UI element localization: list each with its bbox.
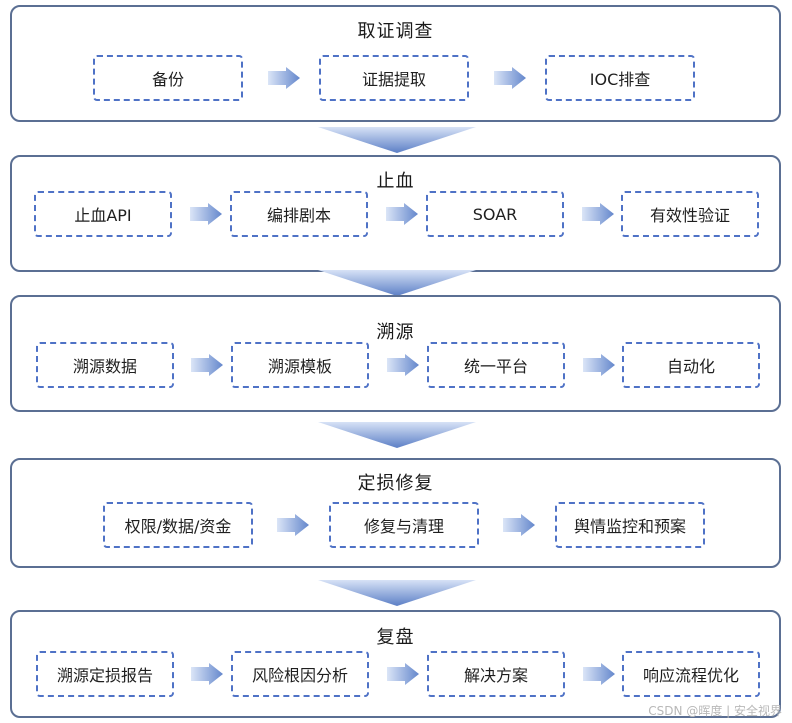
step-evidence-extraction: 证据提取 — [319, 55, 469, 101]
watermark: CSDN @晖度 | 安全视界 — [648, 704, 782, 718]
step-permissions-data-funds: 权限/数据/资金 — [103, 502, 253, 548]
right-arrow-icon — [386, 203, 418, 225]
step-playbook: 编排剧本 — [230, 191, 368, 237]
stage-title: 取证调查 — [357, 21, 434, 42]
stage-title: 复盘 — [376, 627, 415, 648]
stage-title: 溯源 — [376, 322, 415, 343]
right-arrow-icon — [583, 354, 615, 376]
stage-title: 定损修复 — [357, 473, 434, 494]
down-arrow-icon — [318, 270, 476, 296]
stage-evidence-investigation: 取证调查 备份 证据提取 IOC排查 — [10, 5, 781, 122]
step-unified-platform: 统一平台 — [427, 342, 565, 388]
step-tracing-data: 溯源数据 — [36, 342, 174, 388]
down-arrow-icon — [318, 127, 476, 153]
step-ioc-check: IOC排查 — [545, 55, 695, 101]
step-backup: 备份 — [93, 55, 243, 101]
right-arrow-icon — [191, 354, 223, 376]
step-solution: 解决方案 — [427, 651, 565, 697]
step-containment-api: 止血API — [34, 191, 172, 237]
step-response-process-optimization: 响应流程优化 — [622, 651, 760, 697]
right-arrow-icon — [277, 514, 309, 536]
step-root-cause-analysis: 风险根因分析 — [231, 651, 369, 697]
step-soar: SOAR — [426, 191, 564, 237]
stage-title: 止血 — [376, 171, 415, 192]
step-tracing-damage-report: 溯源定损报告 — [36, 651, 174, 697]
right-arrow-icon — [191, 663, 223, 685]
step-public-opinion-plan: 舆情监控和预案 — [555, 502, 705, 548]
step-automation: 自动化 — [622, 342, 760, 388]
right-arrow-icon — [387, 354, 419, 376]
stage-review: 复盘 溯源定损报告 风险根因分析 解决方案 响应流程优化 — [10, 610, 781, 718]
right-arrow-icon — [503, 514, 535, 536]
right-arrow-icon — [387, 663, 419, 685]
stage-damage-repair: 定损修复 权限/数据/资金 修复与清理 舆情监控和预案 — [10, 458, 781, 568]
down-arrow-icon — [318, 580, 476, 606]
right-arrow-icon — [190, 203, 222, 225]
step-tracing-template: 溯源模板 — [231, 342, 369, 388]
right-arrow-icon — [494, 67, 526, 89]
right-arrow-icon — [268, 67, 300, 89]
step-repair-cleanup: 修复与清理 — [329, 502, 479, 548]
stage-tracing: 溯源 溯源数据 溯源模板 统一平台 自动化 — [10, 295, 781, 412]
right-arrow-icon — [582, 203, 614, 225]
down-arrow-icon — [318, 422, 476, 448]
right-arrow-icon — [583, 663, 615, 685]
step-effectiveness-validation: 有效性验证 — [621, 191, 759, 237]
stage-containment: 止血 止血API 编排剧本 SOAR 有效性验证 — [10, 155, 781, 272]
